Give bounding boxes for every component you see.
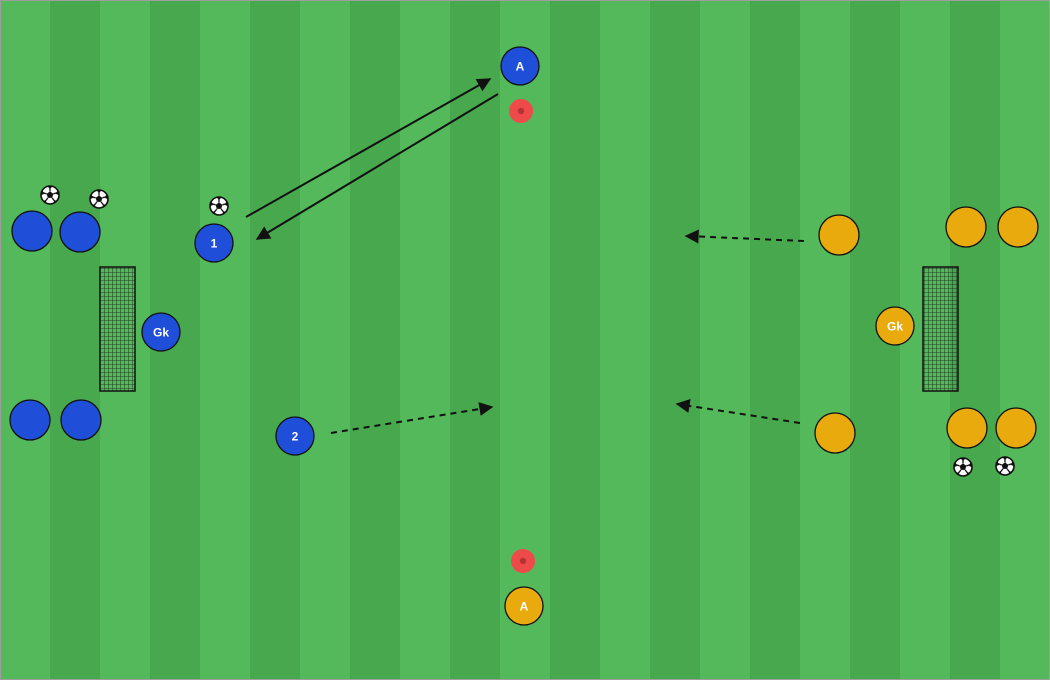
grass-stripe <box>400 0 451 680</box>
right-goal-net <box>922 266 959 392</box>
player-label: Gk <box>153 326 169 340</box>
soccer-ball-icon <box>953 457 973 477</box>
soccer-ball-icon <box>40 185 60 205</box>
player-label: A <box>520 600 529 614</box>
grass-stripe <box>700 0 751 680</box>
grass-stripe <box>350 0 401 680</box>
blue-player-2: 2 <box>275 416 315 456</box>
cone-icon <box>509 99 533 123</box>
left-goal-net <box>99 266 136 392</box>
blue-player <box>11 210 53 252</box>
blue-player <box>9 399 51 441</box>
soccer-ball-icon <box>89 189 109 209</box>
grass-stripe <box>600 0 651 680</box>
yellow-goalkeeper: Gk <box>875 306 915 346</box>
blue-goalkeeper: Gk <box>141 312 181 352</box>
yellow-player <box>995 407 1037 449</box>
grass-stripe <box>550 0 601 680</box>
player-label: 1 <box>211 237 218 251</box>
blue-player-1: 1 <box>194 223 234 263</box>
yellow-player <box>997 206 1039 248</box>
player-label: 2 <box>292 430 299 444</box>
player-label: A <box>516 60 525 74</box>
blue-player-a: A <box>500 46 540 86</box>
grass-stripe <box>200 0 251 680</box>
grass-stripe <box>450 0 501 680</box>
run-arrow-2 <box>330 402 494 434</box>
grass-stripe <box>1000 0 1050 680</box>
grass-stripe <box>750 0 801 680</box>
run-arrow-yellow-top <box>684 229 805 244</box>
blue-player <box>60 399 102 441</box>
pass-arrow-a-to-1 <box>255 93 499 240</box>
yellow-player-a: A <box>504 586 544 626</box>
run-arrow-yellow-bottom <box>675 399 801 424</box>
soccer-ball-icon <box>209 196 229 216</box>
yellow-player <box>818 214 860 256</box>
grass-stripe <box>800 0 851 680</box>
soccer-ball-icon <box>995 456 1015 476</box>
yellow-player <box>814 412 856 454</box>
blue-player <box>59 211 101 253</box>
pass-arrow-1-to-a <box>245 78 492 218</box>
grass-stripe <box>250 0 301 680</box>
grass-stripe <box>50 0 101 680</box>
player-label: Gk <box>887 320 903 334</box>
yellow-player <box>946 407 988 449</box>
cone-icon <box>511 549 535 573</box>
grass-stripe <box>650 0 701 680</box>
yellow-player <box>945 206 987 248</box>
grass-stripe <box>300 0 351 680</box>
grass-stripe <box>0 0 51 680</box>
